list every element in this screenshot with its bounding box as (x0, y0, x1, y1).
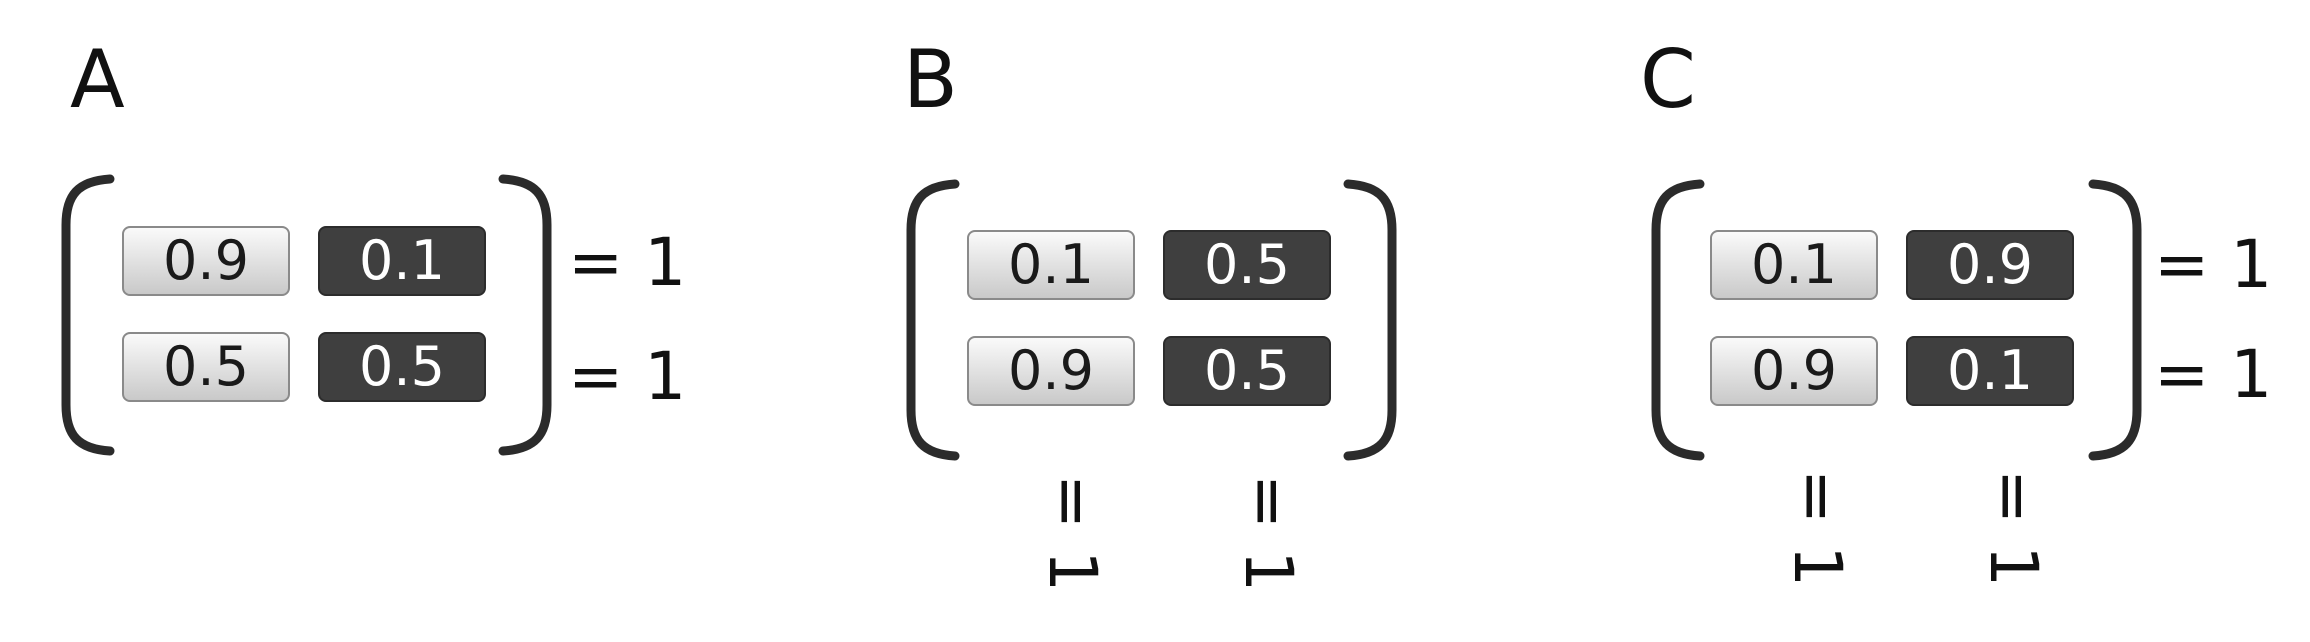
left-bracket (61, 174, 115, 456)
matrix-cell: 0.1 (1710, 230, 1878, 300)
column-sum: = 1 (1230, 473, 1308, 593)
panel-c: C 0.1 0.9 0.9 0.1 = 1 = 1 = 1 = 1 (1588, 0, 2310, 642)
matrix-cell: 0.1 (318, 226, 486, 296)
matrix-cell: 0.5 (1163, 230, 1331, 300)
matrix-cell: 0.9 (967, 336, 1135, 406)
row-sum: = 1 (2154, 336, 2273, 413)
panel-label: A (70, 33, 125, 126)
left-bracket (906, 179, 960, 461)
matrix-cell: 0.5 (318, 332, 486, 402)
matrix-cell: 0.5 (122, 332, 290, 402)
matrix-cell: 0.9 (122, 226, 290, 296)
panel-label: C (1640, 33, 1696, 126)
column-sum: = 1 (1975, 468, 2053, 588)
matrix-cell: 0.9 (1710, 336, 1878, 406)
matrix-cell: 0.1 (1906, 336, 2074, 406)
panel-b: B 0.1 0.5 0.9 0.5 = 1 = 1 (843, 0, 1613, 642)
panel-label: B (903, 33, 958, 126)
right-bracket (498, 174, 552, 456)
matrix-cell: 0.5 (1163, 336, 1331, 406)
row-sum: = 1 (2154, 226, 2273, 303)
panel-a: A 0.9 0.1 0.5 0.5 = 1 = 1 (0, 0, 770, 642)
column-sum: = 1 (1779, 468, 1857, 588)
row-sum: = 1 (568, 338, 687, 415)
left-bracket (1651, 179, 1705, 461)
matrix-cell: 0.1 (967, 230, 1135, 300)
matrix-cell: 0.9 (1906, 230, 2074, 300)
right-bracket (1343, 179, 1397, 461)
right-bracket (2088, 179, 2142, 461)
row-sum: = 1 (568, 224, 687, 301)
column-sum: = 1 (1034, 473, 1112, 593)
